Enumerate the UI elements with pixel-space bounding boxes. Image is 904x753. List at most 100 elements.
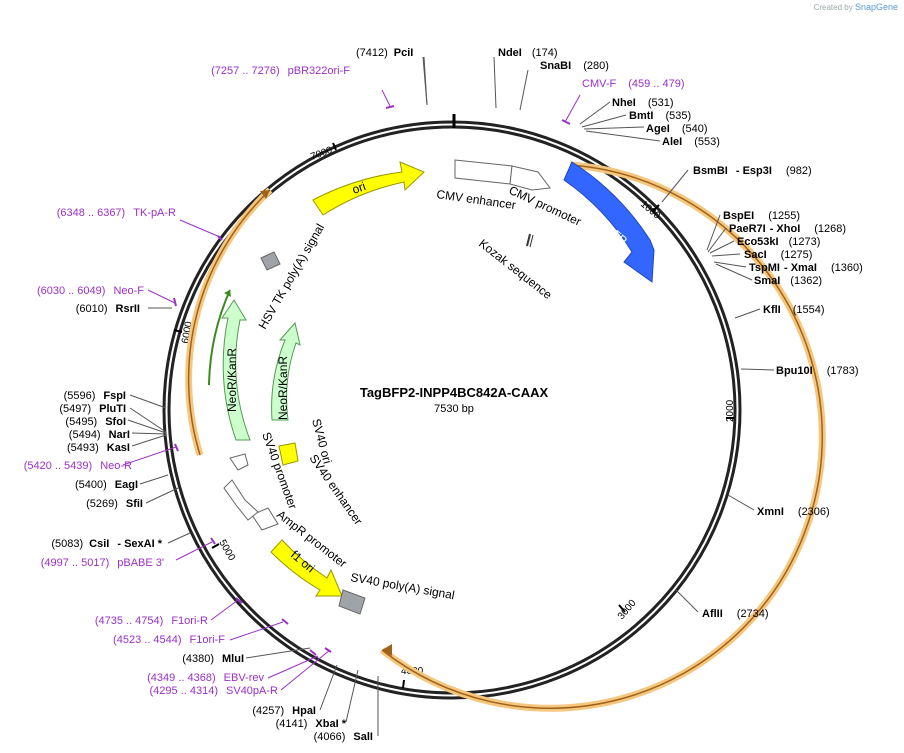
site-name: SacI	[744, 249, 767, 261]
site-name: SnaBI	[540, 60, 571, 72]
site-pos: (6010)	[76, 303, 108, 315]
site-name: XmnI	[757, 506, 784, 518]
primer-marks-left	[173, 105, 395, 656]
primer-marks-right	[561, 119, 571, 125]
feature-label: CMV promoter	[507, 183, 584, 229]
site-name: PciI	[394, 47, 414, 59]
site-label: NdeI(174)	[498, 47, 558, 59]
feature-label: HSV TK poly(A) signal	[255, 221, 327, 331]
site-pos: (1362)	[790, 275, 822, 287]
site-label: (5495)SfoI	[65, 416, 126, 428]
primer-name: CMV-F	[582, 78, 617, 90]
tick-marks: 1000 2000 3000 4000 5000 6000 7000	[173, 142, 736, 689]
site-pos: (535)	[665, 110, 691, 122]
site-pos: (540)	[682, 123, 708, 135]
site-name: FspI	[103, 390, 126, 402]
site-name: PaeR7I	[729, 223, 766, 235]
primer-pos: (4295 .. 4314)	[150, 685, 219, 697]
site-name: BmtI	[629, 110, 653, 122]
site-name: AleI	[662, 136, 682, 148]
site-labels-right: (7412)PciI NdeI(174) SnaBI(280) CMV-F(45…	[356, 47, 863, 620]
site-label: PaeR7I- XhoI(1268)	[729, 223, 846, 235]
primer-pos: (4997 .. 5017)	[41, 557, 110, 569]
site-label: (5596) FspI	[64, 390, 126, 402]
site-pos: (4257)	[252, 705, 284, 717]
site-label: (4380)MluI	[182, 653, 244, 665]
primer-name: pBABE 3'	[117, 557, 164, 569]
snapgene-logo: SnapGene	[854, 2, 898, 12]
site-label: AflII(2734)	[702, 608, 769, 620]
primer-name: Neo-F	[113, 285, 144, 297]
site-pos: (7412)	[356, 47, 388, 59]
site-pos: (1554)	[793, 304, 825, 316]
site-pos: (5596)	[64, 390, 96, 402]
site-label: (4141) XbaI *	[276, 718, 347, 730]
site-labels-left: (7257 .. 7276)pBR322ori-F (6348 .. 6367)…	[24, 65, 373, 743]
site-label: Eco53kI (1273)	[737, 236, 820, 248]
primer-label: (4735 .. 4754)F1ori-R	[95, 615, 208, 627]
tick-label: 2000	[725, 399, 736, 422]
primer-name: EBV-rev	[224, 672, 265, 684]
leader-lines-left	[122, 56, 428, 736]
primer-label: (4997 .. 5017) pBABE 3'	[41, 557, 164, 569]
primer-name: F1ori-F	[190, 634, 226, 646]
site-label: (5493) KasI	[67, 442, 130, 454]
site-label: (5083)CsiI- SexAI *	[51, 538, 162, 550]
site-pos: (1360)	[831, 262, 863, 274]
credit-prefix: Created by	[813, 3, 853, 12]
primer-pos: (7257 .. 7276)	[211, 65, 280, 77]
site-pos: (5493)	[67, 442, 99, 454]
site-name: Eco53kI	[737, 236, 779, 248]
site-label: SacI (1275)	[744, 249, 812, 261]
primer-pos: (4735 .. 4754)	[95, 615, 164, 627]
site-label: (7412) PciI	[356, 47, 413, 59]
site-label: BspEI (1255)	[723, 210, 800, 222]
site-label: (4257) HpaI	[252, 705, 316, 717]
site-label: (4066)SalI	[314, 731, 373, 743]
site-name: BspEI	[723, 210, 754, 222]
primer-label: (7257 .. 7276) pBR322ori-F	[211, 65, 350, 77]
site-name-2: - Esp3I	[736, 165, 772, 177]
site-name: TspMI	[749, 262, 780, 274]
site-label: NheI(531)	[612, 97, 674, 109]
site-label: BsmBI- Esp3I(982)	[693, 165, 812, 177]
site-name: KflI	[763, 304, 781, 316]
primer-pos: (6030 .. 6049)	[37, 285, 106, 297]
site-name: SfiI	[126, 498, 143, 510]
site-label: AleI(553)	[662, 136, 720, 148]
site-pos: (1255)	[768, 210, 800, 222]
site-pos: (1783)	[827, 365, 859, 377]
orf-bands	[185, 161, 826, 712]
primer-label: (4349 .. 4368) EBV-rev	[147, 672, 264, 684]
site-pos: (5083)	[51, 538, 83, 550]
site-label: (6010) RsrII	[76, 303, 140, 315]
primer-name: pBR322ori-F	[288, 65, 351, 77]
primer-label: (5420 .. 5439)Neo-R	[24, 460, 132, 472]
primer-pos: (4523 .. 4544)	[113, 634, 182, 646]
site-label: KflI (1554)	[763, 304, 825, 316]
site-name: NarI	[109, 429, 130, 441]
feature-label: SV40 poly(A) signal	[349, 570, 455, 602]
site-name-2: - SexAI *	[117, 538, 162, 550]
site-pos: (1275)	[781, 249, 813, 261]
plasmid-size: 7530 bp	[434, 403, 474, 415]
site-name: KasI	[107, 442, 130, 454]
site-name: XbaI *	[315, 718, 346, 730]
site-pos: (1273)	[789, 236, 821, 248]
site-label: TspMI- XmaI(1360)	[749, 262, 863, 274]
site-name: SfoI	[105, 416, 126, 428]
site-name: RsrII	[116, 303, 140, 315]
feature-label: ori	[350, 179, 367, 197]
site-name: HpaI	[292, 705, 316, 717]
site-pos: (982)	[786, 165, 812, 177]
site-pos: (5497)	[59, 403, 91, 415]
site-name: SalI	[353, 731, 373, 743]
primer-pos: (4349 .. 4368)	[147, 672, 216, 684]
site-label: XmnI(2306)	[757, 506, 830, 518]
site-pos: (5494)	[69, 429, 101, 441]
site-name-2: - XhoI	[770, 223, 801, 235]
site-name: SmaI	[754, 275, 780, 287]
site-pos: (4141)	[276, 718, 308, 730]
feature-label: NeoR/KanR	[276, 356, 290, 420]
site-name: NheI	[612, 97, 636, 109]
